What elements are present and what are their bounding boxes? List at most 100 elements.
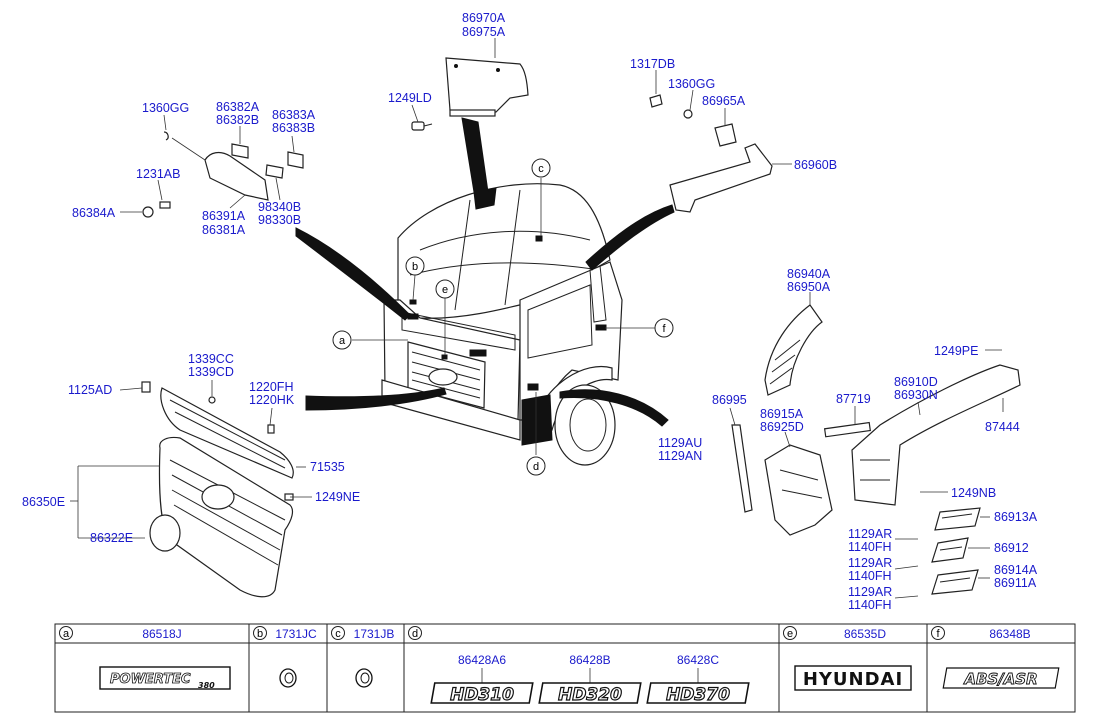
svg-text:380: 380: [198, 681, 215, 690]
callout-86382B: 86382B: [216, 113, 259, 127]
callout-86382A: 86382A: [216, 100, 260, 114]
part-fender-86910D: [823, 364, 1021, 506]
svg-text:b: b: [412, 261, 418, 273]
callout-1249NB: 1249NB: [951, 486, 996, 500]
circle-marker-e: e: [435, 279, 455, 299]
callout-1140FH-1: 1140FH: [848, 540, 892, 554]
part-cover-86940A: [764, 304, 823, 396]
table-header-f: f 86348B: [931, 626, 1031, 641]
callout-86915A: 86915A: [760, 407, 804, 421]
callout-1140FH-2: 1140FH: [848, 569, 892, 583]
svg-text:ABS/ASR: ABS/ASR: [963, 670, 1037, 688]
leader-lines: [70, 38, 1004, 599]
emblem-abs-asr: ABS/ASR: [942, 667, 1060, 689]
callout-1231AB: 1231AB: [136, 167, 180, 181]
code-86428A6: 86428A6: [458, 653, 506, 667]
part-steps: [931, 507, 981, 595]
callout-1339CC: 1339CC: [188, 352, 234, 366]
callout-71535: 71535: [310, 460, 345, 474]
svg-text:HD320: HD320: [558, 685, 622, 705]
table-header-e: e 86535D: [783, 626, 886, 641]
callout-86940A: 86940A: [787, 267, 831, 281]
part-emblem-86322E: [149, 514, 181, 552]
callout-1129AR-1: 1129AR: [848, 527, 892, 541]
callout-87719: 87719: [836, 392, 871, 406]
part-bolt-1249LD: [411, 121, 433, 131]
callout-86995: 86995: [712, 393, 747, 407]
svg-text:POWERTEC: POWERTEC: [110, 672, 191, 687]
table-header-a: a 86518J: [59, 626, 182, 641]
table-header-c: c 1731JB: [331, 626, 395, 641]
callout-86950A: 86950A: [787, 280, 831, 294]
svg-text:c: c: [335, 628, 341, 640]
callout-1129AN: 1129AN: [658, 449, 702, 463]
svg-text:a: a: [339, 335, 346, 347]
svg-text:c: c: [538, 163, 544, 175]
grommet-1731JB: [355, 668, 373, 688]
leader-swooshes: [295, 117, 675, 427]
callout-86911A: 86911A: [994, 576, 1037, 590]
svg-text:d: d: [533, 461, 539, 473]
emblem-hd310: HD310: [430, 682, 534, 706]
svg-text:HYUNDAI: HYUNDAI: [803, 669, 903, 690]
part-splash-86915A: [764, 444, 833, 536]
callout-86925D: 86925D: [760, 420, 804, 434]
svg-text:86535D: 86535D: [844, 627, 886, 641]
svg-text:1731JC: 1731JC: [275, 627, 317, 641]
callout-86965A: 86965A: [702, 94, 746, 108]
callout-1220FH: 1220FH: [249, 380, 293, 394]
grommet-1731JC: [279, 668, 297, 688]
callout-86322E: 86322E: [90, 531, 133, 545]
callout-86350E: 86350E: [22, 495, 65, 509]
callout-1140FH-3: 1140FH: [848, 598, 892, 612]
svg-text:d: d: [412, 628, 418, 640]
callout-86914A: 86914A: [994, 563, 1038, 577]
callout-1360GG-r: 1360GG: [668, 77, 715, 91]
svg-text:f: f: [662, 323, 666, 335]
callout-1129AU: 1129AU: [658, 436, 702, 450]
callout-86912: 86912: [994, 541, 1029, 555]
callout-86384A: 86384A: [72, 206, 116, 220]
callout-86930N: 86930N: [894, 388, 938, 402]
svg-text:b: b: [257, 628, 263, 640]
callout-1249PE: 1249PE: [934, 344, 978, 358]
emblem-powertec: POWERTEC 380: [99, 666, 231, 690]
emblem-hyundai: HYUNDAI: [794, 665, 912, 691]
callout-86975A: 86975A: [462, 25, 506, 39]
emblem-hd320: HD320: [538, 682, 642, 706]
callout-87444: 87444: [985, 420, 1020, 434]
circle-marker-b: b: [405, 256, 425, 276]
emblem-table: a 86518J b 1731JC c 1731JB d e 86535D f …: [54, 623, 1076, 713]
callout-1360GG-l: 1360GG: [142, 101, 189, 115]
circle-marker-a: a: [332, 330, 352, 350]
callout-98330B: 98330B: [258, 213, 301, 227]
svg-text:1731JB: 1731JB: [354, 627, 395, 641]
callout-86960B: 86960B: [794, 158, 837, 172]
part-bracket-86391A: [142, 131, 304, 218]
svg-text:a: a: [63, 628, 70, 640]
callout-86913A: 86913A: [994, 510, 1038, 524]
callout-86970A: 86970A: [462, 11, 506, 25]
callout-86381A: 86381A: [202, 223, 246, 237]
circle-marker-d: d: [526, 456, 546, 476]
callout-1249NE: 1249NE: [315, 490, 360, 504]
svg-text:e: e: [787, 628, 793, 640]
callout-1249LD: 1249LD: [388, 91, 432, 105]
callout-86383B: 86383B: [272, 121, 315, 135]
svg-text:HD310: HD310: [450, 685, 514, 705]
code-86428C: 86428C: [677, 653, 719, 667]
part-roof-deflector: [445, 57, 529, 117]
callout-labels: 86970A 86975A 1249LD 1317DB 1360GG 86965…: [22, 11, 1038, 612]
truck-cab: [381, 183, 623, 466]
code-86428B: 86428B: [569, 653, 610, 667]
part-bolts-left: [141, 381, 294, 501]
table-header-d: d: [408, 626, 422, 640]
callout-86391A: 86391A: [202, 209, 246, 223]
circle-marker-c: c: [531, 158, 551, 178]
emblem-hd370: HD370: [646, 682, 750, 706]
callout-1129AR-2: 1129AR: [848, 556, 892, 570]
callout-1339CD: 1339CD: [188, 365, 234, 379]
callout-86910D: 86910D: [894, 375, 938, 389]
svg-text:e: e: [442, 284, 448, 296]
